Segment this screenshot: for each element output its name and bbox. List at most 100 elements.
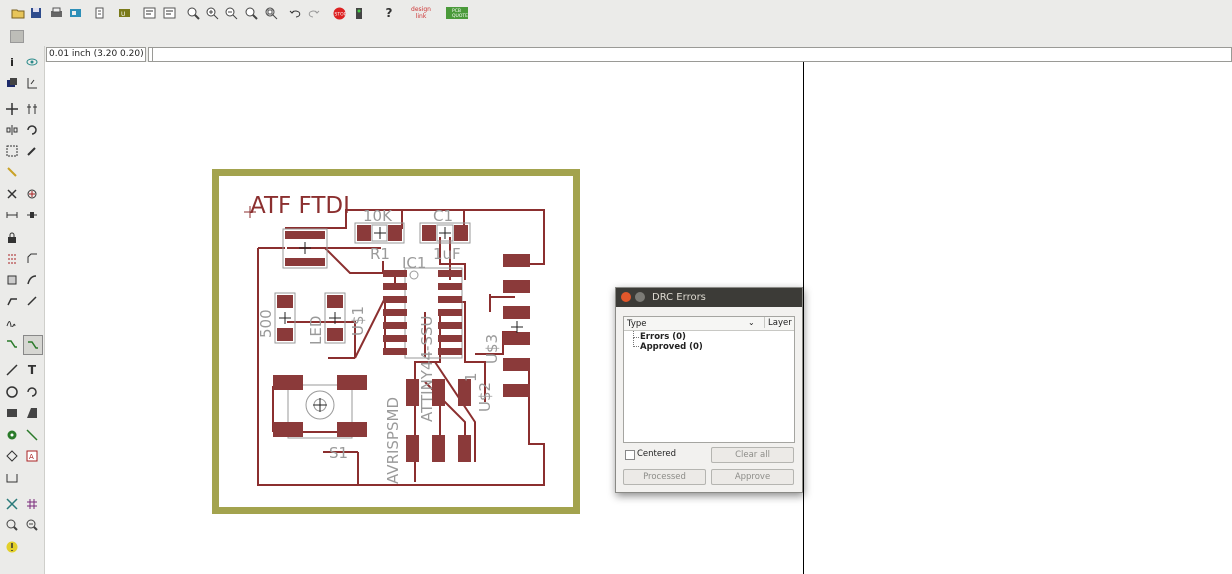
isp-label: AVRISPSMD xyxy=(384,397,402,484)
text-icon[interactable]: T xyxy=(27,363,37,377)
u1-label: U$1 xyxy=(349,306,367,336)
undo-icon[interactable] xyxy=(286,4,304,22)
lock-icon[interactable] xyxy=(4,229,20,245)
col-type[interactable]: Type xyxy=(627,319,647,329)
pin1-label: 1 xyxy=(462,372,480,382)
col-layer[interactable]: Layer xyxy=(764,317,792,328)
origin-cross xyxy=(244,206,256,218)
ripup-icon[interactable] xyxy=(24,293,40,309)
mirror-icon[interactable] xyxy=(4,122,20,138)
zoom-select-icon[interactable] xyxy=(262,4,280,22)
tree-item-errors[interactable]: Errors (0) xyxy=(640,332,686,342)
delete-icon[interactable] xyxy=(4,186,20,202)
hole-icon[interactable] xyxy=(4,448,20,464)
wire-icon[interactable] xyxy=(4,336,20,352)
close-icon[interactable] xyxy=(621,292,631,302)
mark-icon[interactable] xyxy=(24,75,40,91)
approve-button[interactable]: Approve xyxy=(711,469,794,485)
optimize-icon[interactable] xyxy=(24,272,40,288)
c1-name-label: C1 xyxy=(433,207,453,225)
line-icon[interactable] xyxy=(4,362,20,378)
dimension-icon[interactable] xyxy=(4,470,20,486)
circle-icon[interactable] xyxy=(4,384,20,400)
change-icon[interactable] xyxy=(24,143,40,159)
miter-icon[interactable] xyxy=(24,251,40,267)
erc-icon[interactable] xyxy=(4,517,20,533)
ulp-icon[interactable]: U xyxy=(115,4,133,22)
processed-button[interactable]: Processed xyxy=(623,469,706,485)
svg-text:A: A xyxy=(29,453,34,461)
s1-footprint xyxy=(273,375,367,439)
designlink-icon[interactable]: design link xyxy=(411,6,431,20)
main-toolbar: U STOP ? design link PCB QUOTE xyxy=(0,0,1232,27)
status-row: 0.01 inch (3.20 0.20) xyxy=(44,46,1232,62)
go-icon[interactable] xyxy=(350,4,368,22)
centered-label: Centered xyxy=(637,449,677,459)
zoom-in-icon[interactable] xyxy=(203,4,221,22)
help-icon[interactable]: ? xyxy=(385,6,393,20)
autorouter-icon[interactable] xyxy=(24,496,40,512)
zoom-out-icon[interactable] xyxy=(222,4,240,22)
tree-item-approved[interactable]: Approved (0) xyxy=(640,342,703,352)
ratsnest-icon[interactable] xyxy=(4,496,20,512)
drc-title: DRC Errors xyxy=(652,292,706,303)
route-icon[interactable] xyxy=(4,293,20,309)
zoom-fit-icon[interactable] xyxy=(184,4,202,22)
stop-icon[interactable]: STOP xyxy=(330,4,348,22)
minimize-icon[interactable] xyxy=(635,292,645,302)
info-icon[interactable]: i xyxy=(10,55,14,69)
led-name-label: LED xyxy=(307,316,325,345)
copy-icon[interactable] xyxy=(24,101,40,117)
move-icon[interactable] xyxy=(4,101,20,117)
drc-icon[interactable] xyxy=(24,517,40,533)
save-icon[interactable] xyxy=(27,4,45,22)
zoom-redraw-icon[interactable] xyxy=(242,4,260,22)
group-icon[interactable] xyxy=(4,143,20,159)
arc-icon[interactable] xyxy=(24,384,40,400)
command-line-input[interactable] xyxy=(152,47,1232,62)
sch-board-icon[interactable] xyxy=(160,4,178,22)
drc-error-tree[interactable]: Type ⌄ Layer Errors (0) Approved (0) xyxy=(623,316,795,443)
via-icon[interactable] xyxy=(4,427,20,443)
ic1-name-label: IC1 xyxy=(402,254,426,272)
print-icon[interactable] xyxy=(47,4,65,22)
svg-text:U: U xyxy=(121,11,125,18)
cam-icon[interactable] xyxy=(66,4,84,22)
split-icon[interactable] xyxy=(4,272,20,288)
sort-arrow-icon[interactable]: ⌄ xyxy=(748,318,755,327)
smash-icon[interactable] xyxy=(4,251,20,267)
paste-icon[interactable] xyxy=(4,164,20,180)
add-icon[interactable] xyxy=(24,186,40,202)
errors-icon[interactable] xyxy=(4,539,20,555)
r1-value-label: 10K xyxy=(363,207,393,225)
isp-footprint xyxy=(406,435,471,462)
replace-icon[interactable] xyxy=(4,314,20,330)
pcb-layout: ATF FTDI 10K R1 C1 1uF xyxy=(212,169,580,514)
board-sch-icon[interactable] xyxy=(140,4,158,22)
rect-icon[interactable] xyxy=(4,405,20,421)
drc-title-bar: DRC Errors xyxy=(616,288,802,307)
show-icon[interactable] xyxy=(24,54,40,70)
rotate-icon[interactable] xyxy=(24,122,40,138)
script-icon[interactable] xyxy=(90,4,108,22)
display-icon[interactable] xyxy=(4,75,20,91)
value-icon[interactable] xyxy=(24,207,40,223)
polygon-icon[interactable] xyxy=(24,405,40,421)
u2-footprint xyxy=(406,379,471,406)
grid-readout: 0.01 inch (3.20 0.20) xyxy=(46,47,146,62)
c1-footprint xyxy=(419,222,471,244)
svg-text:STOP: STOP xyxy=(334,11,346,17)
centered-checkbox[interactable] xyxy=(625,450,635,460)
pcbquote-icon[interactable]: PCB QUOTE xyxy=(445,4,469,22)
r1-footprint xyxy=(354,222,405,244)
route-active-icon[interactable] xyxy=(23,335,43,355)
board-outline xyxy=(212,169,580,514)
name-icon[interactable] xyxy=(4,207,20,223)
redo-icon[interactable] xyxy=(305,4,323,22)
clear-all-button[interactable]: Clear all xyxy=(711,447,794,463)
attribute-icon[interactable]: A xyxy=(24,448,40,464)
layer-select-icon[interactable] xyxy=(10,30,24,43)
signal-icon[interactable] xyxy=(24,427,40,443)
open-icon[interactable] xyxy=(9,4,27,22)
u3-label: U$3 xyxy=(483,334,501,364)
